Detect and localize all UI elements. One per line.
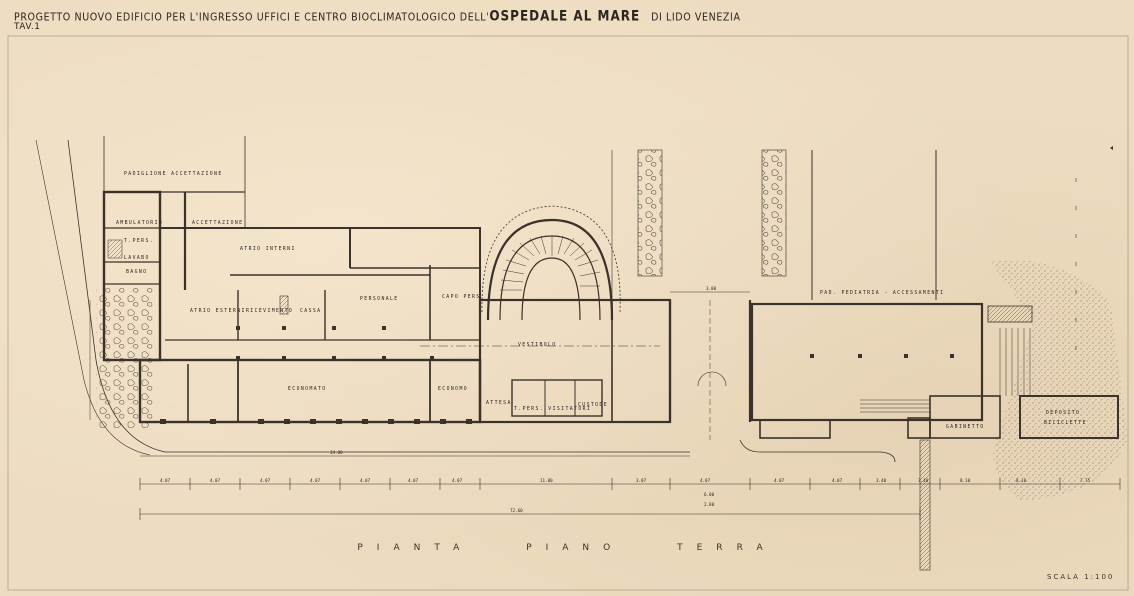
label-accettazione: ACCETTAZIONE <box>192 220 243 226</box>
gabinetto-block <box>929 395 1001 439</box>
svg-text:4.07: 4.07 <box>774 478 785 483</box>
right-block <box>750 302 984 422</box>
label-deposito: DEPOSITO <box>1046 410 1080 416</box>
curved-staircase <box>481 205 621 321</box>
title-suffix: DI LIDO VENEZIA <box>651 11 741 25</box>
label-economato: ECONOMATO <box>288 386 327 392</box>
label-padiglione: PADIGLIONE ACCETTAZIONE <box>124 171 223 177</box>
label-ambulatorio: AMBULATORIO <box>116 220 163 226</box>
label-t-pers: T.PERS. <box>124 238 154 244</box>
label-atrio-interni: ATRIO INTERNI <box>240 246 296 252</box>
caption-word-2: PIANO <box>526 543 625 553</box>
svg-text:4.07: 4.07 <box>260 478 271 483</box>
label-biciclette: BICICLETTE <box>1044 420 1087 426</box>
dimension-ticks <box>139 478 1121 520</box>
drawing-title: PROGETTO NUOVO EDIFICIO PER L'INGRESSO U… <box>14 8 741 24</box>
svg-text:8.10: 8.10 <box>960 478 971 483</box>
svg-text:4.07: 4.07 <box>360 478 371 483</box>
dim-mid-small: 3.00 6.00 2.80 <box>704 286 717 507</box>
plan-caption: PIANTA PIANO TERRA <box>0 543 1134 553</box>
dim-lower-left: 34.00 <box>330 450 343 455</box>
svg-text:2.80: 2.80 <box>704 502 715 507</box>
caption-word-3: TERRA <box>677 543 777 553</box>
label-bagno: BAGNO <box>126 269 147 275</box>
svg-text:4.07: 4.07 <box>832 478 843 483</box>
label-lavabo: LAVABO <box>124 255 150 261</box>
label-personale: PERSONALE <box>360 296 399 302</box>
dim-right-spans: 8.10 8.10 7.75 <box>960 478 1091 483</box>
dim-spans: 4.07 4.07 4.07 4.07 4.07 4.07 4.07 11.00… <box>160 478 929 483</box>
dim-overall: 72.60 <box>510 508 523 513</box>
svg-text:4.07: 4.07 <box>452 478 463 483</box>
label-cassa: CASSA <box>300 308 321 314</box>
svg-text:3.00: 3.00 <box>706 286 717 291</box>
right-columns <box>810 354 954 358</box>
svg-text:7.75: 7.75 <box>1080 478 1091 483</box>
svg-text:4.07: 4.07 <box>408 478 419 483</box>
svg-text:4.07: 4.07 <box>160 478 171 483</box>
street-edge-right <box>739 439 896 463</box>
label-gabinetto: GABINETTO <box>946 424 985 430</box>
svg-text:4.07: 4.07 <box>210 478 221 483</box>
planter-left <box>637 149 663 277</box>
title-highlight: OSPEDALE AL MARE <box>489 8 641 25</box>
label-custode: CUSTODE <box>578 402 608 408</box>
title-main: PROGETTO NUOVO EDIFICIO PER L'INGRESSO U… <box>14 11 490 25</box>
label-vestibolo: VESTIBOLO <box>518 342 557 348</box>
label-attesa: ATTESA <box>486 400 512 406</box>
svg-text:8.10: 8.10 <box>1016 478 1027 483</box>
svg-text:11.00: 11.00 <box>540 478 553 483</box>
dimension-lines <box>89 291 1120 515</box>
label-capo-pers: CAPO PERS. <box>442 294 485 300</box>
svg-text:3.40: 3.40 <box>918 478 929 483</box>
svg-text:6.00: 6.00 <box>704 492 715 497</box>
gravel-area <box>990 259 1128 500</box>
label-atrio-esterni: ATRIO ESTERNI <box>190 308 246 314</box>
label-ricevimento: RICEVIMENTO <box>246 308 293 314</box>
svg-text:3.07: 3.07 <box>636 478 647 483</box>
label-pad-pediatrico: PAD. PEDIATRIA - ACCESSAMENTI <box>820 290 944 296</box>
label-economo: ECONOMO <box>438 386 468 392</box>
sheet-frame <box>7 35 1129 591</box>
boundary-wall <box>919 439 931 571</box>
scale-label: SCALA 1:100 <box>1047 573 1115 581</box>
svg-text:4.07: 4.07 <box>310 478 321 483</box>
svg-text:3.40: 3.40 <box>876 478 887 483</box>
sheet-number: TAV.1 <box>14 22 41 32</box>
window-marks <box>160 419 472 424</box>
garden-trees <box>96 288 154 428</box>
svg-text:4.07: 4.07 <box>700 478 711 483</box>
column-row <box>236 326 434 360</box>
planter-right <box>761 149 787 277</box>
label-sosta-visitatori: T.PERS. VISITATORI <box>514 406 591 412</box>
caption-word-1: PIANTA <box>357 543 474 553</box>
